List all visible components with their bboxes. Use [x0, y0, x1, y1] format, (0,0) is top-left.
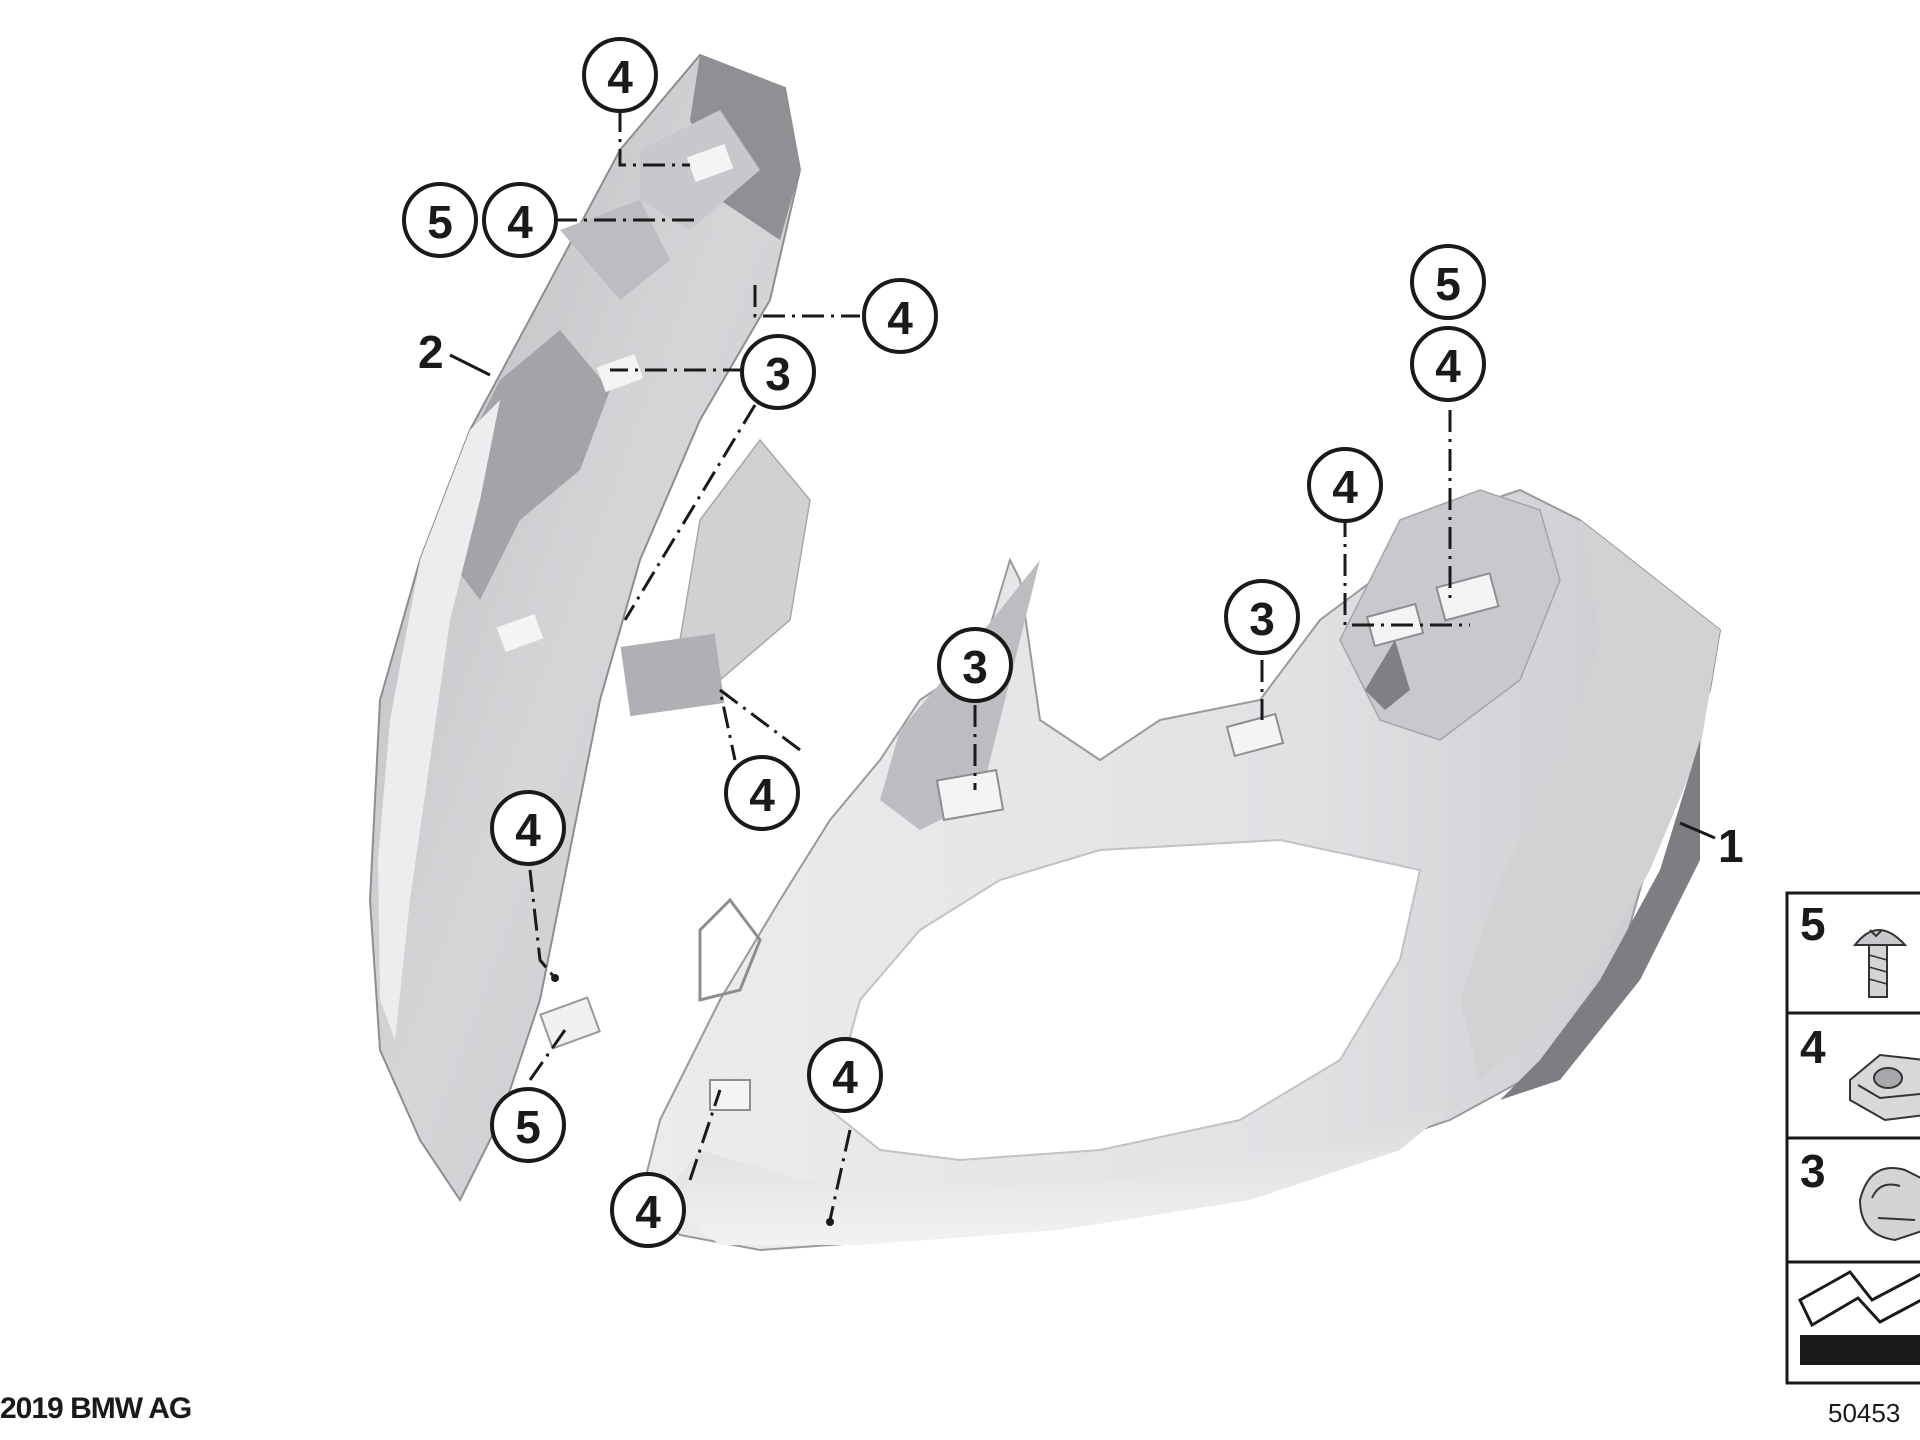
legend-number: 3: [1800, 1145, 1826, 1197]
callout-label: 4: [507, 196, 533, 248]
callout-right-4b[interactable]: 4: [1307, 447, 1383, 523]
legend-row-3[interactable]: 3: [1800, 1145, 1920, 1242]
callout-label: 5: [1435, 258, 1461, 310]
callout-bottom-4a[interactable]: 4: [807, 1037, 883, 1113]
diagram-number: 50453: [1828, 1398, 1901, 1428]
callout-right-3[interactable]: 3: [1224, 579, 1300, 655]
callout-left-4[interactable]: 4: [482, 182, 558, 258]
trim-panel-left: [368, 53, 811, 1202]
callout-label: 4: [1435, 340, 1461, 392]
callout-top-4[interactable]: 4: [582, 37, 658, 113]
callout-clip-3[interactable]: 3: [740, 334, 816, 410]
callout-label: 4: [887, 292, 913, 344]
callout-label: 3: [1249, 593, 1275, 645]
part-label-1: 1: [1718, 820, 1744, 872]
callout-label: 4: [832, 1051, 858, 1103]
legend-row-kit[interactable]: [1798, 1270, 1920, 1365]
legend-number: 4: [1800, 1021, 1826, 1073]
callout-label: 3: [765, 348, 791, 400]
legend-number: 5: [1800, 898, 1826, 950]
callout-left-5[interactable]: 5: [402, 182, 478, 258]
callout-label: 4: [607, 51, 633, 103]
fastener-legend: 5 4 3: [1785, 891, 1920, 1385]
callout-center-3[interactable]: 3: [937, 627, 1013, 703]
callout-label: 5: [427, 196, 453, 248]
clip-nut-icon: [1849, 1053, 1920, 1122]
callout-lower-5[interactable]: 5: [490, 1087, 566, 1163]
spring-clip-icon: [1858, 1167, 1920, 1242]
callout-label: 4: [1332, 461, 1358, 513]
callout-label: 4: [749, 769, 775, 821]
main-cowl: [638, 488, 1722, 1252]
callout-right-5[interactable]: 5: [1410, 244, 1486, 320]
screw-icon: [1852, 929, 1908, 998]
callout-right-4a[interactable]: 4: [1410, 326, 1486, 402]
part-label-2: 2: [418, 326, 444, 378]
callout-bottom-4b[interactable]: 4: [610, 1172, 686, 1248]
callout-center-4[interactable]: 4: [724, 755, 800, 831]
leader-lines: [449, 110, 1716, 1226]
callout-mid-4[interactable]: 4: [862, 278, 938, 354]
copyright-text: 2019 BMW AG: [0, 1392, 192, 1425]
kit-arrow-icon: [1798, 1270, 1920, 1365]
callout-lower-4[interactable]: 4: [490, 790, 566, 866]
callout-label: 4: [635, 1186, 661, 1238]
callout-label: 4: [515, 804, 541, 856]
legend-row-4[interactable]: 4: [1800, 1021, 1920, 1122]
callout-label: 5: [515, 1101, 541, 1153]
callout-label: 3: [962, 641, 988, 693]
legend-row-5[interactable]: 5: [1800, 898, 1908, 998]
